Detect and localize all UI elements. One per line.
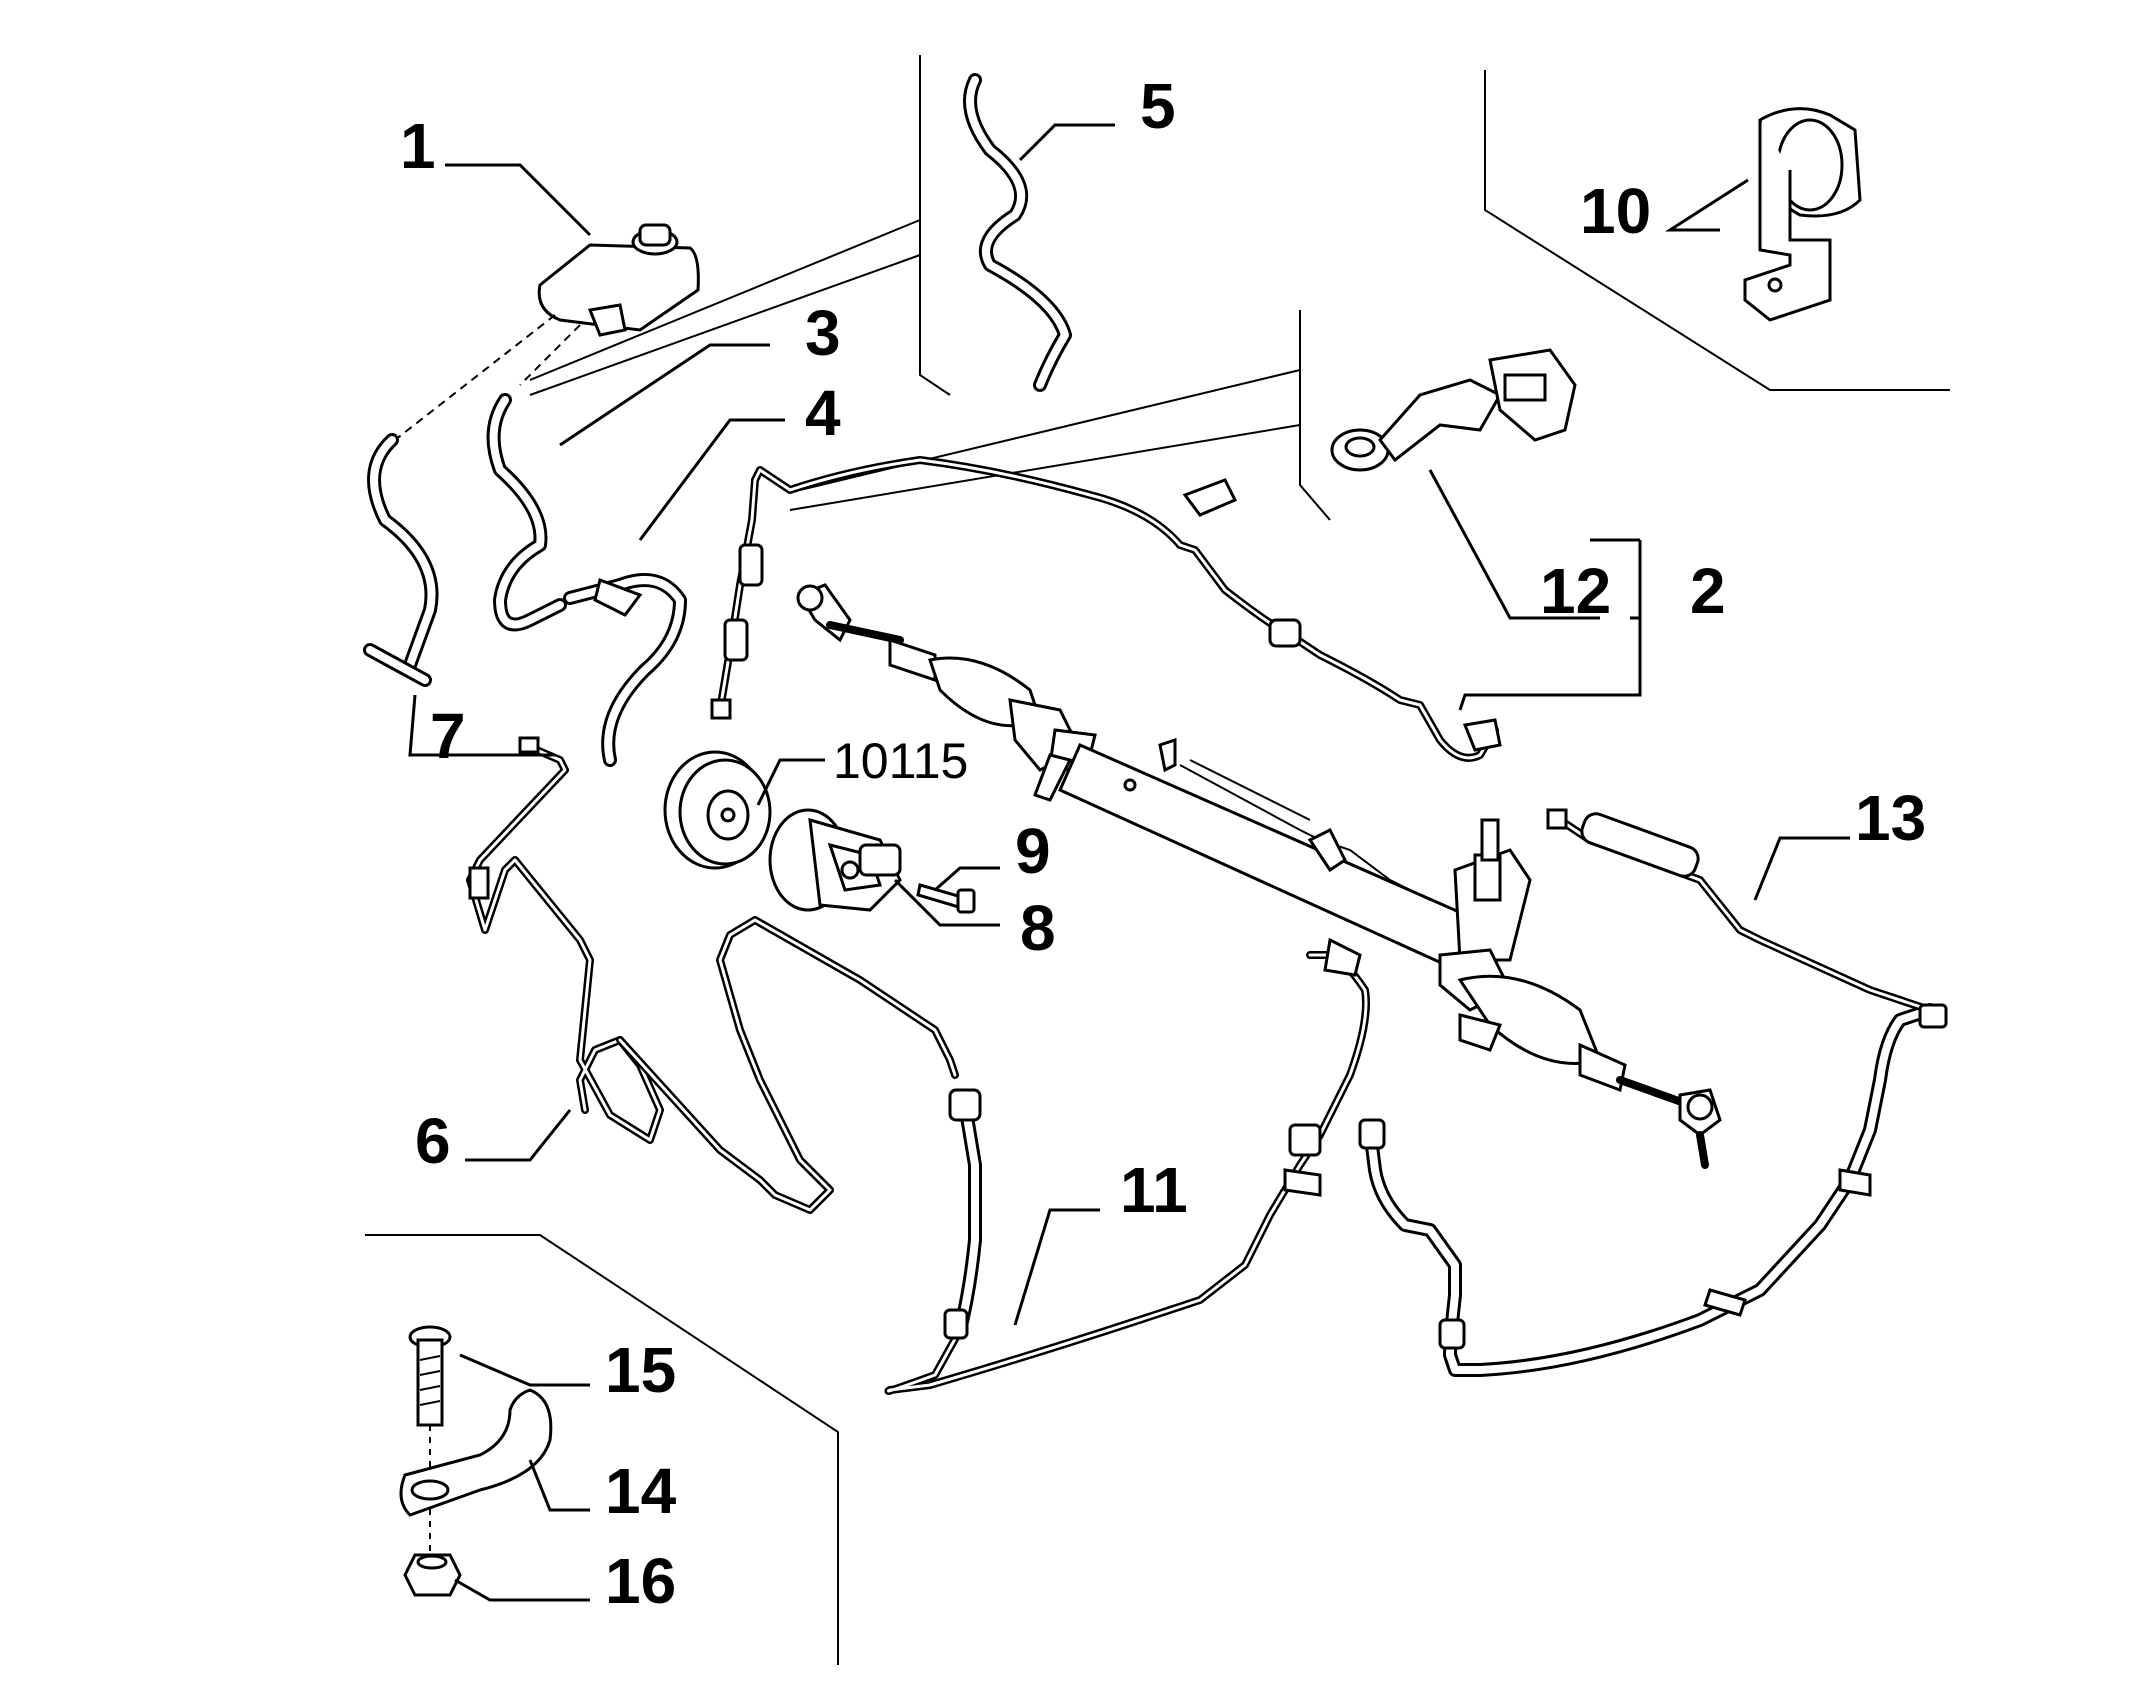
callout-12: 12 [1540, 555, 1611, 627]
callout-9: 9 [1015, 815, 1051, 887]
callout-16: 16 [605, 1545, 676, 1617]
callout-2: 2 [1690, 555, 1726, 627]
pipe-11 [884, 937, 1370, 1395]
bolt-9 [916, 883, 976, 914]
hose-5 [963, 73, 1072, 392]
callout-4: 4 [805, 377, 841, 449]
hose-7 [363, 433, 439, 687]
pipe-13 [1358, 808, 1948, 1377]
callout-10: 10 [1580, 175, 1651, 247]
pressure-pipe [710, 456, 1502, 762]
callout-3: 3 [805, 297, 841, 369]
callout-7: 7 [430, 700, 466, 772]
bracket-12 [1330, 348, 1577, 472]
callout-5: 5 [1140, 70, 1176, 142]
callout-13: 13 [1855, 782, 1926, 854]
callout-10115: 10115 [833, 733, 968, 789]
pulley-10115 [663, 750, 772, 870]
hose-4 [563, 573, 687, 767]
callout-6: 6 [415, 1105, 451, 1177]
callout-labels: 1 2 3 4 5 6 7 8 9 10 10115 11 12 13 14 1… [400, 70, 1926, 1617]
bracket-10 [1743, 107, 1862, 322]
steering-rack-2 [796, 583, 1722, 1169]
pump [768, 808, 902, 912]
hose-3 [486, 393, 567, 632]
reservoir-part [394, 223, 700, 441]
callout-15: 15 [605, 1334, 676, 1406]
leader-lines [408, 123, 1850, 1602]
callout-14: 14 [605, 1455, 677, 1527]
belt-6 [466, 736, 959, 1214]
fastener-parts [399, 1325, 553, 1597]
callout-8: 8 [1020, 892, 1056, 964]
callout-11: 11 [1120, 1154, 1188, 1226]
callout-1: 1 [400, 110, 436, 182]
